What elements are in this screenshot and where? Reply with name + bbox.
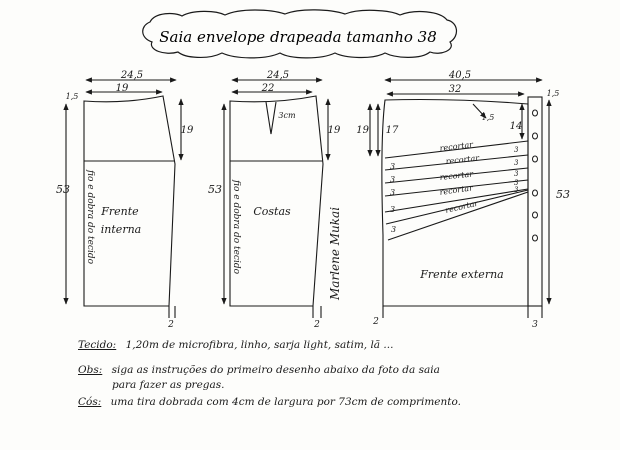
cut-line-7 [387,191,529,241]
cut-line-5 [384,188,529,213]
right-gap-3: 3 [514,170,519,178]
cut-label-4: recortar [439,183,475,197]
button-hole-5 [532,211,538,219]
front-inner-dim-left-top: 1,5 [66,92,79,101]
cut-line-3 [384,167,529,184]
notes-obs-2: para fazer as pregas. [78,378,608,393]
right-gap-2: 3 [514,159,519,167]
obs-text-line2: para fazer as pregas. [112,379,225,391]
right-gap-4: 3 [514,179,519,187]
cos-label: Cós: [78,396,102,408]
front-inner-dim-hem: 2 [167,320,174,330]
front-inner-dim-total-width: 24,5 [120,70,143,81]
front-inner-dim-length: 53 [56,183,70,196]
right-gap-1: 3 [514,146,519,154]
page-title: Saia envelope drapeada tamanho 38 [159,28,437,46]
front-inner-label-2: interna [101,223,141,236]
notes-cos: Cós: uma tira dobrada com 4cm de largura… [78,395,608,410]
cut-line-2 [384,154,529,171]
back-fold-text: fio e dobra do tecido [231,179,241,275]
front-outer-dim-right-hip: 14 [510,121,523,132]
back-dim-hip-depth: 19 [328,125,341,136]
left-gap-1: 3 [390,162,395,171]
front-outer-dim-top-width: 32 [449,84,462,95]
back-dim-length: 53 [208,183,222,196]
front-inner-label-1: Frente [100,205,139,218]
button-hole-4 [532,189,538,197]
cut-label-5: recortar [444,198,480,215]
notes-tecido: Tecido: 1,20m de microfibra, linho, sarj… [78,338,608,353]
button-hole-3 [532,155,538,163]
front-outer-dim-left-inner: 17 [386,125,399,136]
button-hole-1 [532,109,538,117]
front-inner-dim-top-width: 19 [116,83,129,94]
back-dim-total-width: 24,5 [266,70,289,81]
front-outer-placket [527,96,543,307]
front-outer-dim-right-top: 1,5 [547,89,560,98]
cut-label-1: recortar [439,140,475,153]
cut-line-1 [384,140,529,159]
front-inner-outline [83,95,176,307]
notes-block: Tecido: 1,20m de microfibra, linho, sarj… [78,338,608,410]
front-outer-dim-hem-left: 2 [372,317,379,327]
front-outer-dim-length: 53 [556,188,570,201]
cut-line-4 [384,179,529,197]
button-hole-6 [532,234,538,242]
back-dart [265,101,277,135]
front-outer-dim-hem-right: 3 [532,320,538,330]
front-outer-label: Frente externa [419,268,503,281]
back-dim-top-width: 22 [261,83,275,94]
button-hole-2 [532,132,538,140]
obs-text-line1: siga as instruções do primeiro desenho a… [111,364,440,376]
front-outer-outline [381,98,529,307]
left-gap-3: 3 [390,188,395,197]
cut-label-2: recortar [445,153,480,166]
tecido-text: 1,20m de microfibra, linho, sarja light,… [125,339,394,351]
cut-label-3: recortar [439,169,474,182]
obs-label: Obs: [78,364,103,376]
left-gap-2: 3 [390,175,395,184]
front-outer-dim-small: 1,5 [482,113,495,122]
title-cloud [142,9,457,59]
back-dim-hem: 2 [313,320,320,330]
back-label: Costas [253,205,291,218]
front-outer-dim-left-hip: 19 [356,125,369,136]
tecido-label: Tecido: [78,339,117,351]
left-gap-4: 3 [390,205,395,214]
front-inner-fold-text: fio e dobra do tecido [85,169,95,265]
back-dim-dart: 3cm [278,111,296,120]
front-outer-dim-total-width: 40,5 [448,70,471,81]
cut-line-6 [385,189,529,225]
back-outline [229,95,324,307]
cos-text: uma tira dobrada com 4cm de largura por … [110,396,461,408]
left-gap-5: 3 [391,225,396,234]
notes-obs: Obs: siga as instruções do primeiro dese… [78,363,608,378]
front-inner-dim-hip-depth: 19 [181,125,194,136]
right-gap-5: 3 [514,186,519,194]
signature: Marlene Mukai [328,207,342,301]
